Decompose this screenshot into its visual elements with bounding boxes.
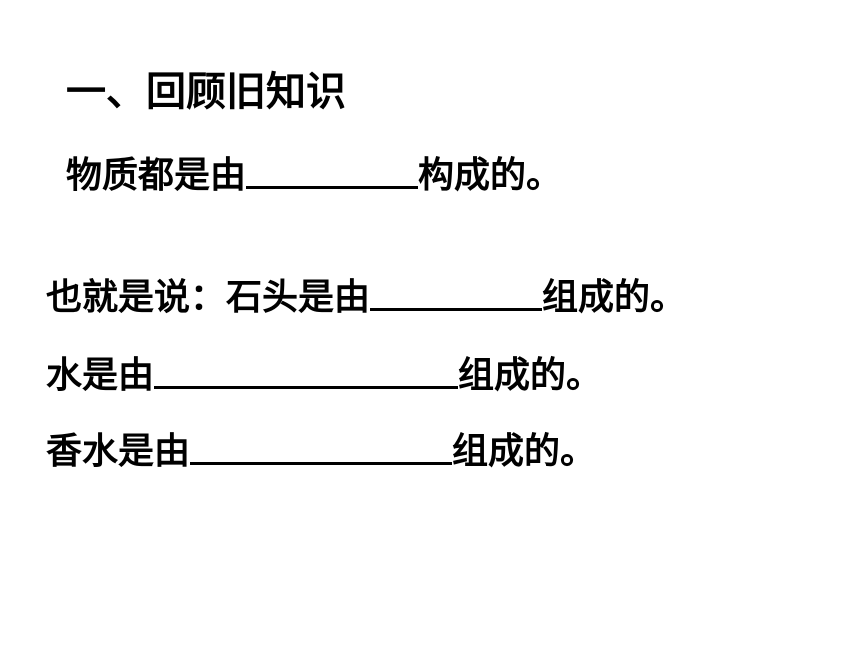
- line-3-suffix: 组成的。: [458, 355, 603, 396]
- line-4-prefix: 香水是由: [46, 431, 191, 472]
- answer-blank-3[interactable]: [154, 352, 459, 389]
- line-1-suffix: 构成的。: [418, 155, 563, 196]
- fill-in-line-3: 水是由 组成的。: [46, 352, 602, 396]
- fill-in-line-4: 香水是由 组成的。: [46, 428, 596, 472]
- section-title: 一、回顾旧知识: [66, 69, 346, 115]
- line-1-prefix: 物质都是由: [66, 155, 247, 196]
- line-4-suffix: 组成的。: [452, 431, 597, 472]
- answer-blank-4[interactable]: [190, 428, 453, 465]
- line-2-prefix: 也就是说：石头是由: [46, 277, 371, 318]
- line-2-suffix: 组成的。: [542, 277, 687, 318]
- fill-in-line-2: 也就是说：石头是由 组成的。: [46, 274, 686, 318]
- answer-blank-1[interactable]: [246, 152, 419, 189]
- fill-in-line-1: 物质都是由 构成的。: [66, 152, 562, 196]
- answer-blank-2[interactable]: [370, 274, 543, 311]
- line-3-prefix: 水是由: [46, 355, 155, 396]
